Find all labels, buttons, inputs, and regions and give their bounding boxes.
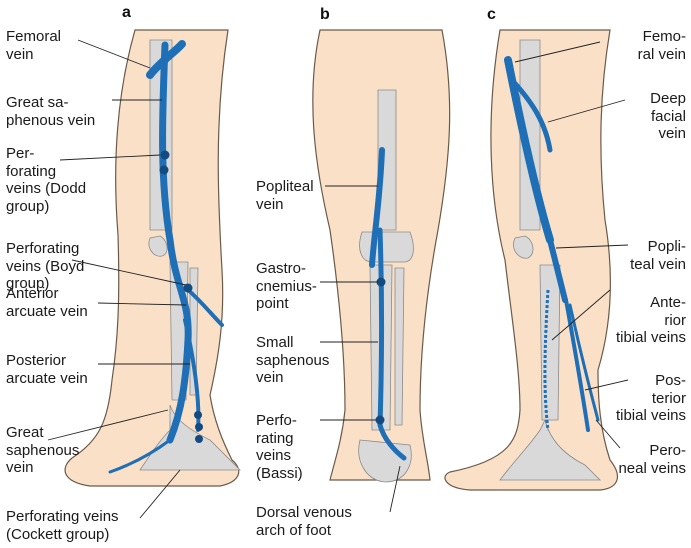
label-perforating-dodd: Per- forating veins (Dodd group) — [6, 145, 86, 215]
panel-label-a: a — [122, 4, 131, 22]
cockett-perforator-2 — [195, 423, 203, 431]
panel-label-b: b — [320, 6, 330, 24]
cockett-perforator-1 — [194, 411, 202, 419]
dodd-perforator-1 — [161, 151, 170, 160]
label-gastrocnemius-point: Gastro- cnemius- point — [256, 260, 317, 313]
bassi-perforator — [376, 416, 385, 425]
label-perforating-cockett: Perforating veins (Cockett group) — [6, 508, 119, 543]
leg-b — [313, 30, 450, 482]
label-femoral-vein-a: Femoral vein — [6, 28, 61, 63]
label-femoral-vein-c: Femo- ral vein — [590, 28, 686, 63]
label-anterior-arcuate: Anterior arcuate vein — [6, 285, 88, 320]
label-popliteal-vein-b: Popliteal vein — [256, 178, 314, 213]
panel-label-c: c — [487, 6, 496, 24]
label-perforating-bassi: Perfo- rating veins (Bassi) — [256, 412, 303, 482]
label-great-saphenous-vein-top: Great sa- phenous vein — [6, 94, 95, 129]
label-deep-facial-vein: Deep facial vein — [590, 90, 686, 143]
cockett-perforator-3 — [195, 435, 203, 443]
label-posterior-arcuate: Posterior arcuate vein — [6, 352, 88, 387]
fibula-b — [395, 268, 404, 425]
label-anterior-tibial-veins: Ante- rior tibial veins — [590, 294, 686, 347]
knee-b — [360, 232, 414, 262]
label-great-saphenous-vein-bottom: Great saphenous vein — [6, 424, 79, 477]
tibia-c — [540, 265, 560, 420]
label-dorsal-venous-arch: Dorsal venous arch of foot — [256, 504, 352, 539]
label-small-saphenous-vein: Small saphenous vein — [256, 334, 329, 387]
dodd-perforator-2 — [160, 166, 169, 175]
label-peroneal-veins: Pero- neal veins — [590, 442, 686, 477]
label-popliteal-vein-c: Popli- teal vein — [590, 238, 686, 273]
label-posterior-tibial-veins: Pos- terior tibial veins — [590, 372, 686, 425]
